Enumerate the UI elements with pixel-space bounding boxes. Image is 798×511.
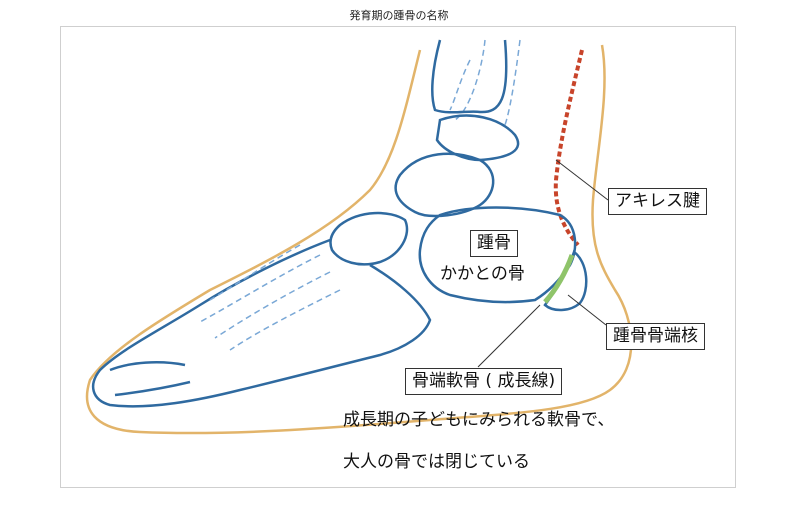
epiphysis-bone bbox=[543, 249, 588, 312]
epiphysis-label: 踵骨骨端核 bbox=[606, 323, 705, 350]
metatarsals bbox=[91, 238, 432, 408]
navicular bbox=[329, 211, 409, 266]
tibia bbox=[431, 39, 508, 114]
toes bbox=[109, 361, 191, 397]
skin-outline bbox=[85, 44, 633, 435]
growth-plate bbox=[543, 254, 575, 304]
metatarsals-dashed bbox=[199, 244, 341, 351]
talus-body bbox=[394, 152, 495, 218]
note-line-2: 大人の骨では閉じている bbox=[343, 452, 530, 472]
calcaneus-label: 踵骨 bbox=[470, 230, 518, 257]
epiphysis-leader bbox=[567, 294, 607, 326]
heel-bone-label: かかとの骨 bbox=[440, 264, 525, 284]
diagram-frame bbox=[60, 26, 736, 488]
calcaneus-bone bbox=[418, 206, 577, 304]
note-line-1: 成長期の子どもにみられる軟骨で、 bbox=[343, 410, 615, 430]
growth-plate-label: 骨端軟骨 ( 成長線) bbox=[405, 368, 563, 395]
achilles-label: アキレス腱 bbox=[608, 188, 707, 215]
diagram-title: 発育期の踵骨の名称 bbox=[349, 9, 449, 22]
achilles-leader bbox=[555, 159, 609, 201]
growth-plate-leader bbox=[477, 304, 541, 368]
